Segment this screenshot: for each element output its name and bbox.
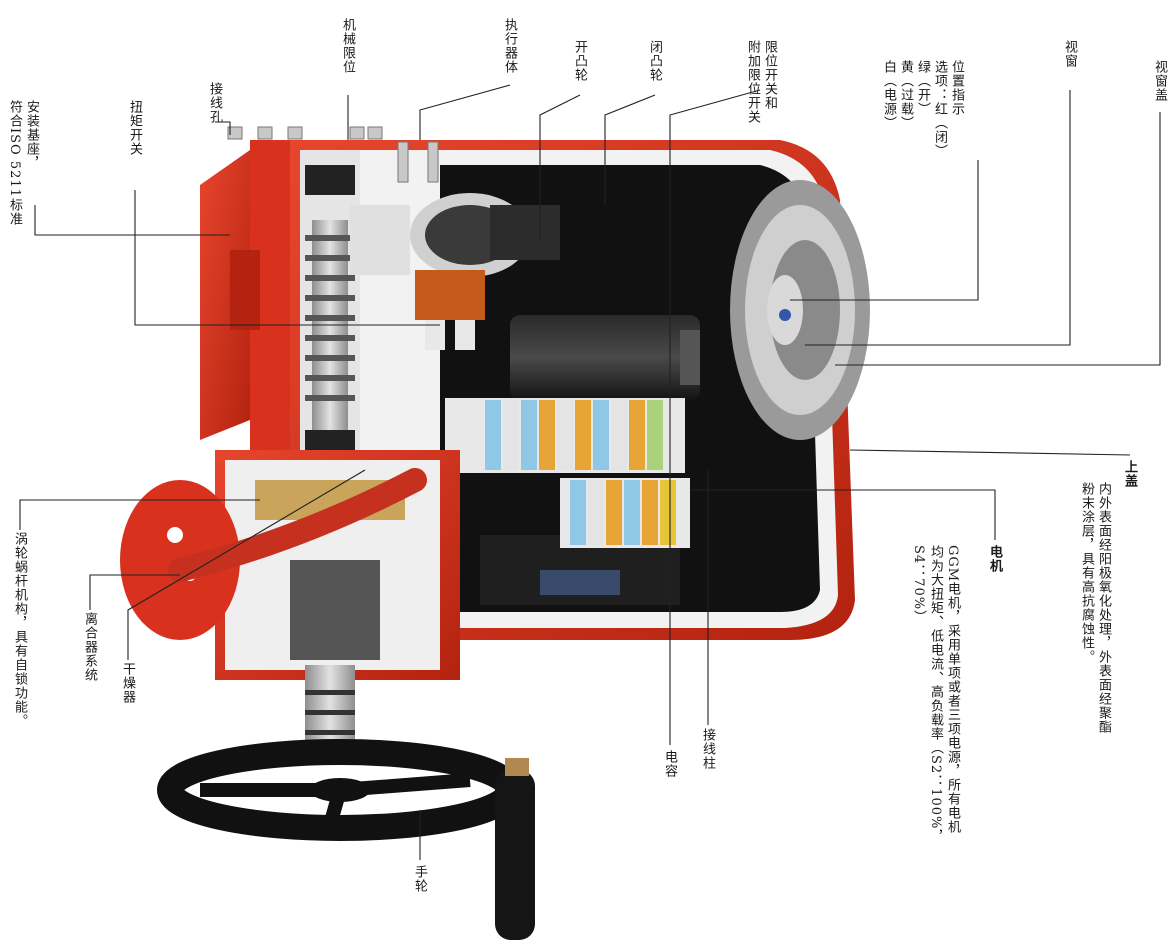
terminal-blocks bbox=[445, 398, 690, 548]
label-mechanical-limit: 机械限位 bbox=[340, 18, 355, 74]
label-dryer: 干燥器 bbox=[120, 662, 135, 704]
label-cover-title: 上盖 bbox=[1122, 460, 1137, 488]
label-terminal: 接线柱 bbox=[700, 728, 715, 770]
label-clutch: 离合器系统 bbox=[82, 612, 97, 682]
label-close-cam: 闭凸轮 bbox=[647, 40, 662, 82]
label-cover-description: 内外表面经阳极氧化处理，外表面经聚酯 粉末涂层，具有高抗腐蚀性。 bbox=[1079, 482, 1111, 734]
label-actuator-body: 执行器体 bbox=[502, 18, 517, 74]
label-limit-switch: 限位开关和 附加限位开关 bbox=[745, 40, 777, 124]
label-mount-base: 安装基座， 符合ISO 5211标准 bbox=[7, 100, 39, 226]
label-wiring-hole: 接线孔 bbox=[207, 82, 222, 124]
handwheel bbox=[157, 739, 535, 940]
leader-lines bbox=[19, 84, 1161, 860]
label-motor-title: 电机 bbox=[987, 545, 1002, 573]
label-worm-gear: 涡轮蜗杆机构，具有自锁功能。 bbox=[12, 532, 27, 728]
label-motor-description: GGM电机，采用单项或者三项电源，所有电机 均为大扭矩、低电流、高负载率（S2：… bbox=[911, 545, 960, 844]
worm-gear-section bbox=[120, 450, 460, 680]
label-window: 视窗 bbox=[1062, 40, 1077, 68]
window-cover bbox=[730, 180, 870, 440]
cam-switch-assembly bbox=[350, 193, 560, 350]
label-open-cam: 开凸轮 bbox=[572, 40, 587, 82]
label-position-indicator: 位置指示 选项：红（闭） 绿（开） 黄（过载） 白（电源） bbox=[881, 60, 964, 158]
label-handwheel: 手轮 bbox=[412, 865, 427, 893]
label-window-cover: 视窗盖 bbox=[1152, 60, 1167, 102]
label-capacitor: 电容 bbox=[662, 750, 677, 778]
mount-base-housing bbox=[200, 140, 300, 450]
drive-shaft-column bbox=[300, 150, 360, 450]
top-bolts bbox=[227, 126, 439, 183]
label-torque-switch: 扭矩开关 bbox=[127, 100, 142, 156]
